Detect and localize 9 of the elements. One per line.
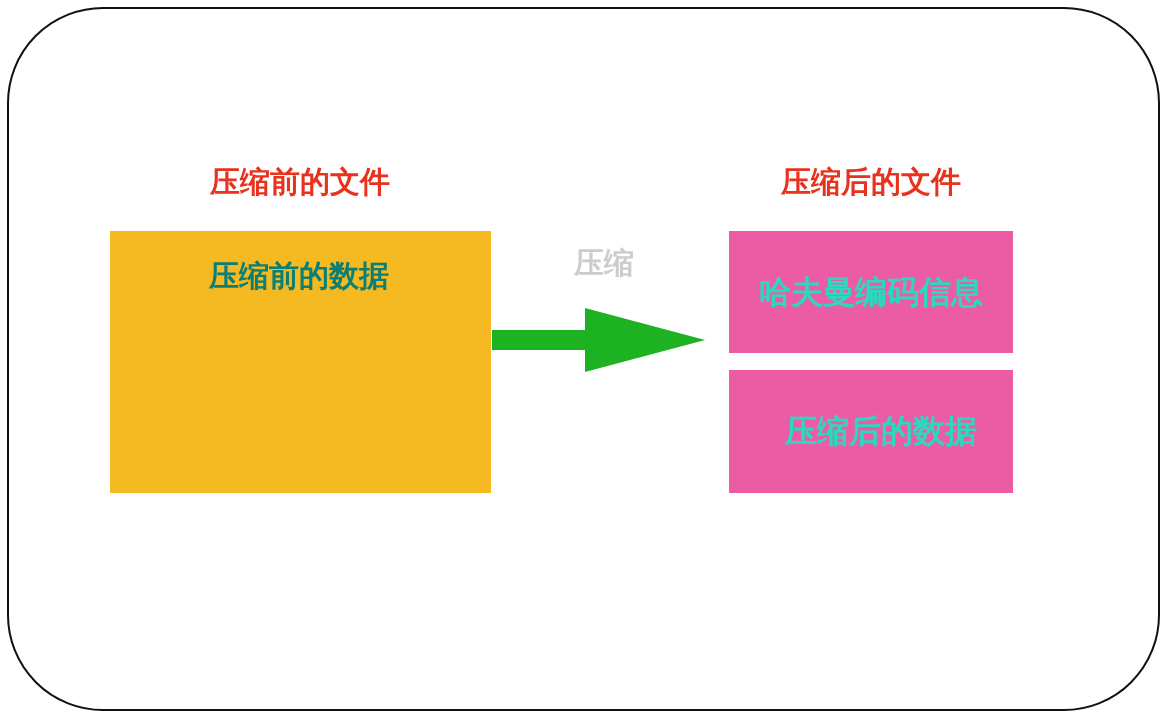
data-box xyxy=(729,231,1013,353)
heading: 压缩后的文件 xyxy=(779,163,962,201)
arrow xyxy=(492,308,705,372)
box-label: 压缩后的数据 xyxy=(783,411,978,452)
file-box xyxy=(110,231,491,493)
heading: 压缩前的文件 xyxy=(208,163,391,201)
box-label: 压缩前的数据 xyxy=(207,257,390,295)
data-box xyxy=(729,370,1013,493)
box-label: 哈夫曼编码信息 xyxy=(758,272,984,313)
